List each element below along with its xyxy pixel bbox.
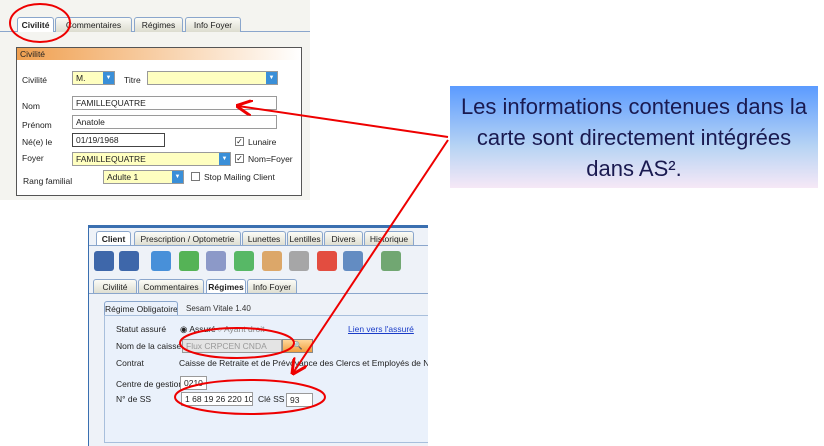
ss-label: N° de SS <box>116 394 152 404</box>
save-icon[interactable] <box>94 251 114 271</box>
search-person-icon[interactable] <box>262 251 282 271</box>
stop-mailing-label: Stop Mailing Client <box>204 172 275 182</box>
cle-label: Clé SS <box>258 394 285 404</box>
contrat-label: Contrat <box>116 358 144 368</box>
arrow-to-ss <box>293 139 449 373</box>
rang-value: Adulte 1 <box>107 172 139 182</box>
ss-input[interactable]: 1 68 19 26 220 100 <box>181 392 253 406</box>
search-icon: 🔍 <box>292 341 303 350</box>
civilite-select[interactable]: M. ▼ <box>72 71 115 85</box>
foyer-label: Foyer <box>22 153 44 163</box>
civilite-value: M. <box>76 73 86 83</box>
lunaire-label: Lunaire <box>248 137 277 147</box>
statut-label: Statut assuré <box>116 324 167 334</box>
save-as-icon[interactable] <box>119 251 139 271</box>
chevron-down-icon: ▼ <box>172 171 183 183</box>
tab-civilite[interactable]: Civilité <box>17 17 54 32</box>
nom-label: Nom <box>22 101 40 111</box>
delete-icon[interactable] <box>317 251 337 271</box>
tab-lunettes[interactable]: Lunettes <box>242 231 286 246</box>
nom-foyer-label: Nom=Foyer <box>248 154 293 164</box>
nom-input[interactable]: FAMILLEQUATRE <box>72 96 277 110</box>
titre-select[interactable]: ▼ <box>147 71 278 85</box>
tab-client[interactable]: Client <box>96 231 131 246</box>
stop-mailing-checkbox[interactable] <box>191 172 200 181</box>
subtab-2[interactable]: Régimes <box>206 279 246 294</box>
tab-regime-obligatoire[interactable]: Régime Obligatoire <box>104 301 178 316</box>
lien-assure-link[interactable]: Lien vers l'assuré <box>348 324 414 334</box>
rang-label: Rang familial <box>23 176 73 186</box>
regime-panel <box>104 315 428 443</box>
tab-lentilles[interactable]: Lentilles <box>287 231 323 246</box>
callout-box: Les informations contenues dans la carte… <box>450 86 818 188</box>
caisse-input[interactable]: Flux CRPCEN CNDA <box>182 339 282 353</box>
civilite-label: Civilité <box>22 75 48 85</box>
foyer-select[interactable]: FAMILLEQUATRE ▼ <box>72 152 231 166</box>
centre-label: Centre de gestion <box>116 379 184 389</box>
callout-text: Les informations contenues dans la carte… <box>460 93 808 181</box>
prenom-input[interactable]: Anatole <box>72 115 277 129</box>
date-naissance-input[interactable]: 01/19/1968 <box>72 133 165 147</box>
subtab-3[interactable]: Info Foyer <box>247 279 297 294</box>
titre-label: Titre <box>124 75 141 85</box>
chevron-down-icon: ▼ <box>219 153 230 165</box>
ne-label: Né(e) le <box>22 137 53 147</box>
tab-divers[interactable]: Divers <box>324 231 363 246</box>
arrow-to-nom <box>238 106 449 138</box>
radio-assure[interactable]: ◉ Assuré <box>180 324 216 334</box>
highlight-ellipse-civilite <box>9 3 71 43</box>
chevron-down-icon: ▼ <box>266 72 277 84</box>
tab-historique[interactable]: Historique <box>364 231 414 246</box>
tab-regimes[interactable]: Régimes <box>134 17 183 32</box>
tab-prescription-optometrie[interactable]: Prescription / Optometrie <box>134 231 241 246</box>
tab-sesam-vitale[interactable]: Sesam Vitale 1.40 <box>186 304 251 313</box>
scanner-icon[interactable] <box>343 251 363 271</box>
panel-title: Civilité <box>17 48 301 60</box>
toolbar <box>89 247 428 275</box>
exit-icon[interactable] <box>381 251 401 271</box>
document-icon[interactable] <box>206 251 226 271</box>
undo-icon[interactable] <box>151 251 171 271</box>
lunaire-checkbox[interactable]: ✓ <box>235 137 244 146</box>
foyer-value: FAMILLEQUATRE <box>76 154 146 164</box>
tab-commentaires[interactable]: Commentaires <box>55 17 132 32</box>
refresh-icon[interactable] <box>179 251 199 271</box>
cle-input[interactable]: 93 <box>286 393 313 407</box>
rang-select[interactable]: Adulte 1 ▼ <box>103 170 184 184</box>
nom-foyer-checkbox[interactable]: ✓ <box>235 154 244 163</box>
prenom-label: Prénom <box>22 120 52 130</box>
highlight-ellipse-ss <box>174 379 326 415</box>
chevron-down-icon: ▼ <box>103 72 114 84</box>
subtab-0[interactable]: Civilité <box>93 279 137 294</box>
tab-info-foyer[interactable]: Info Foyer <box>185 17 241 32</box>
radio-assure-label: Assuré <box>189 324 216 334</box>
person-icon[interactable] <box>289 251 309 271</box>
caisse-label: Nom de la caisse <box>116 341 182 351</box>
top-screenshot: Civilité Commentaires Régimes Info Foyer… <box>0 0 310 200</box>
card-icon[interactable] <box>234 251 254 271</box>
highlight-ellipse-caisse <box>179 327 295 359</box>
subtab-1[interactable]: Commentaires <box>138 279 204 294</box>
